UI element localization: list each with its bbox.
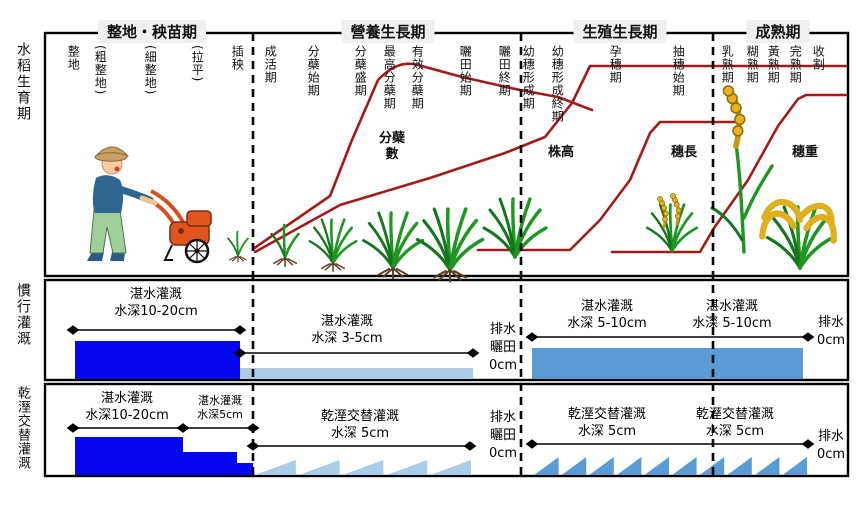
stage-label-16: 乳熟期 <box>720 45 735 84</box>
ripe-plant-cluster <box>759 198 837 270</box>
curve-tiller-number <box>251 62 594 251</box>
stage-label-18: 黃熟期 <box>766 45 781 84</box>
stage-label-19: 完熟期 <box>788 45 803 84</box>
stage-label-11: 曬田終期 <box>497 45 512 97</box>
curve-label-plant-height: 株高 <box>547 145 575 160</box>
stage-label-12: 幼穗形成期 <box>521 45 536 110</box>
stage-label-7: 分蘗盛期 <box>353 45 368 97</box>
stage-label-13: 幼穗形成終期 <box>550 45 565 123</box>
tall-heading-plant <box>710 86 774 254</box>
stage-label-15: 抽穗始期 <box>671 45 686 97</box>
stage-label-4: 插秧 <box>230 45 245 71</box>
axis-label-awd-irrigation: 乾溼交替灌溉 <box>15 386 30 470</box>
awd-sawtooth-medium <box>534 457 807 475</box>
axis-label-conventional-irrigation: 慣行灌溉 <box>15 283 31 347</box>
stage-label-3: (拉平) <box>190 45 205 83</box>
range-arrows <box>66 325 815 451</box>
curve-plant-height <box>253 64 848 254</box>
awd-seg2-label: 湛水灌溉 水深5cm <box>197 394 243 422</box>
stage-label-1: (粗整地) <box>93 45 108 96</box>
curve-panicle-weight <box>610 93 848 254</box>
curve-label-panicle-weight: 穗重 <box>791 145 819 160</box>
axis-label-growth-period: 水稻生育期 <box>15 42 31 122</box>
awd-sawtooth-light <box>255 460 471 475</box>
growth-curves <box>251 62 848 254</box>
conv-seg4-label: 湛水灌溉 水深 5-10cm <box>692 299 772 331</box>
section-borders <box>43 31 850 478</box>
phase-header-2: 生殖生長期 <box>573 20 667 43</box>
curve-label-panicle-length: 穗長 <box>670 145 698 160</box>
awd-irrigation-bars <box>75 437 807 475</box>
conventional-irrigation-bars <box>75 341 803 379</box>
conv-seg2-label: 湛水灌溉 水深 3-5cm <box>311 314 383 346</box>
phase-divider-lines <box>251 33 715 476</box>
stage-label-0: 整地 <box>66 45 81 71</box>
rice-plants <box>227 86 837 283</box>
stage-label-20: 收割 <box>811 45 826 71</box>
stage-label-17: 糊熟期 <box>745 45 760 84</box>
stage-label-2: (細整地) <box>143 45 158 96</box>
awd-drain-final-label: 排水 0cm <box>816 429 846 462</box>
conv-drain-final-label: 排水 0cm <box>816 315 846 348</box>
curve-label-tiller-number: 分蘗數 <box>378 131 405 163</box>
curve-panicle-length <box>476 120 740 252</box>
stage-label-5: 成活期 <box>263 45 278 84</box>
farmer-illustration <box>87 146 212 264</box>
conv-drain-midseason-label: 排水 曬田 0cm <box>488 322 518 373</box>
stage-label-9: 有效分蘗期 <box>410 45 425 110</box>
stage-label-8: 最高分蘗期 <box>382 45 397 110</box>
conv-seg1-label: 湛水灌溉 水深10-20cm <box>114 287 198 319</box>
awd-drain-midseason-label: 排水 曬田 0cm <box>488 410 518 461</box>
awd-seg3-label: 乾溼交替灌溉 水深 5cm <box>320 409 400 441</box>
awd-seg1-label: 湛水灌溉 水深10-20cm <box>85 391 169 423</box>
awd-seg4-label: 乾溼交替灌溉 水深 5cm <box>567 407 647 439</box>
phase-header-0: 整地・秧苗期 <box>97 20 207 43</box>
stage-label-10: 曬田始期 <box>458 45 473 97</box>
phase-header-3: 成熟期 <box>746 20 810 43</box>
awd-seg5-label: 乾溼交替灌溉 水深 5cm <box>695 407 775 439</box>
phase-header-1: 營養生長期 <box>341 20 435 43</box>
conv-seg3-label: 湛水灌溉 水深 5-10cm <box>567 299 647 331</box>
stage-label-6: 分蘗始期 <box>306 45 321 97</box>
stage-label-14: 孕穗期 <box>608 45 623 84</box>
